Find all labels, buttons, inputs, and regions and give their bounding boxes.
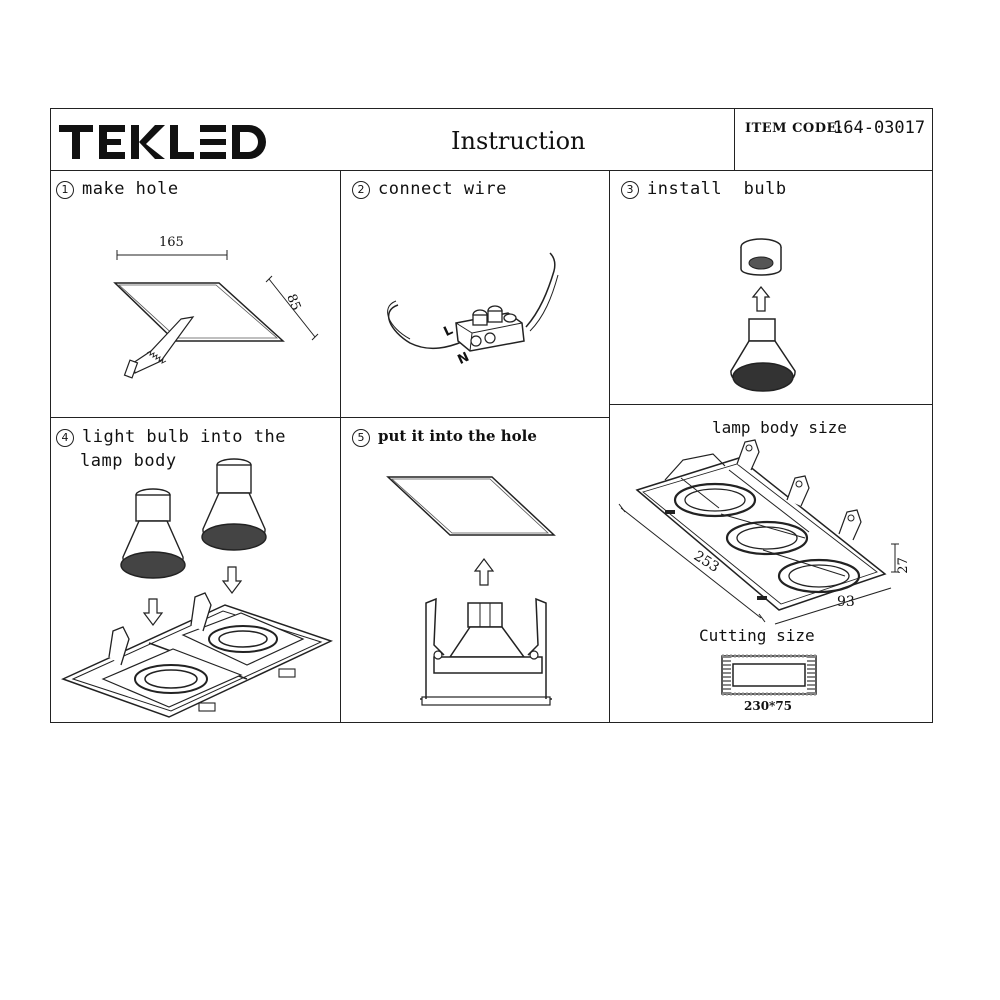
lamp-body-size-panel: lamp body size 253 93 27 Cutting size 23…	[609, 404, 933, 723]
grid-divider	[340, 171, 341, 723]
lamp-body-size-diagram	[618, 439, 899, 696]
wire-label-l: L	[441, 323, 455, 340]
step-1-panel: 1 make hole 165 85	[51, 171, 340, 417]
step-4-number: 4	[56, 429, 74, 447]
step-2-panel: 2 connect wire L N	[340, 171, 609, 417]
step-3-label: install bulb	[647, 179, 787, 199]
make-hole-diagram	[113, 250, 319, 379]
item-code-value: 164-03017	[833, 118, 926, 138]
step-1-heading: 1 make hole	[56, 179, 179, 199]
item-code-box: ITEM CODE: 164-03017	[734, 109, 934, 170]
step-2-number: 2	[352, 181, 370, 199]
wire-label-n: N	[455, 350, 471, 368]
hole-width-dimension: 165	[159, 235, 184, 250]
grid-divider	[609, 404, 933, 405]
lamp-body-size-title: lamp body size	[712, 418, 847, 437]
step-3-number: 3	[621, 181, 639, 199]
step-1-label: make hole	[82, 179, 179, 199]
light-bulb-into-body-diagram	[61, 458, 334, 718]
step-2-heading: 2 connect wire	[352, 179, 507, 199]
step-1-number: 1	[56, 181, 74, 199]
step-4-panel: 4 light bulb into the lamp body	[51, 417, 340, 723]
grid-divider	[609, 171, 610, 723]
step-4-label-line1: light bulb into the	[82, 427, 286, 447]
cutting-size-title: Cutting size	[699, 626, 815, 645]
step-4-label-line2: lamp body	[80, 451, 177, 471]
instruction-sheet: Instruction ITEM CODE: 164-03017 1 make …	[50, 108, 933, 723]
step-5-panel: 5 put it into the hole	[340, 417, 609, 723]
step-3-panel: 3 install bulb	[609, 171, 933, 404]
put-into-hole-diagram	[386, 476, 556, 706]
step-5-number: 5	[352, 429, 370, 447]
step-5-label: put it into the hole	[378, 427, 537, 445]
brand-logo-graphic	[59, 125, 266, 159]
step-2-label: connect wire	[378, 179, 507, 199]
page-title: Instruction	[451, 127, 586, 155]
header: Instruction ITEM CODE: 164-03017	[51, 109, 932, 171]
cutting-size-value: 230*75	[744, 699, 793, 713]
grid-divider	[51, 417, 609, 418]
step-5-heading: 5 put it into the hole	[352, 427, 537, 447]
connect-wire-diagram: L N	[387, 252, 559, 368]
step-3-heading: 3 install bulb	[621, 179, 787, 199]
item-code-label: ITEM CODE:	[745, 121, 843, 136]
install-bulb-diagram	[730, 238, 796, 392]
step-4-heading: 4 light bulb into the	[56, 427, 286, 447]
